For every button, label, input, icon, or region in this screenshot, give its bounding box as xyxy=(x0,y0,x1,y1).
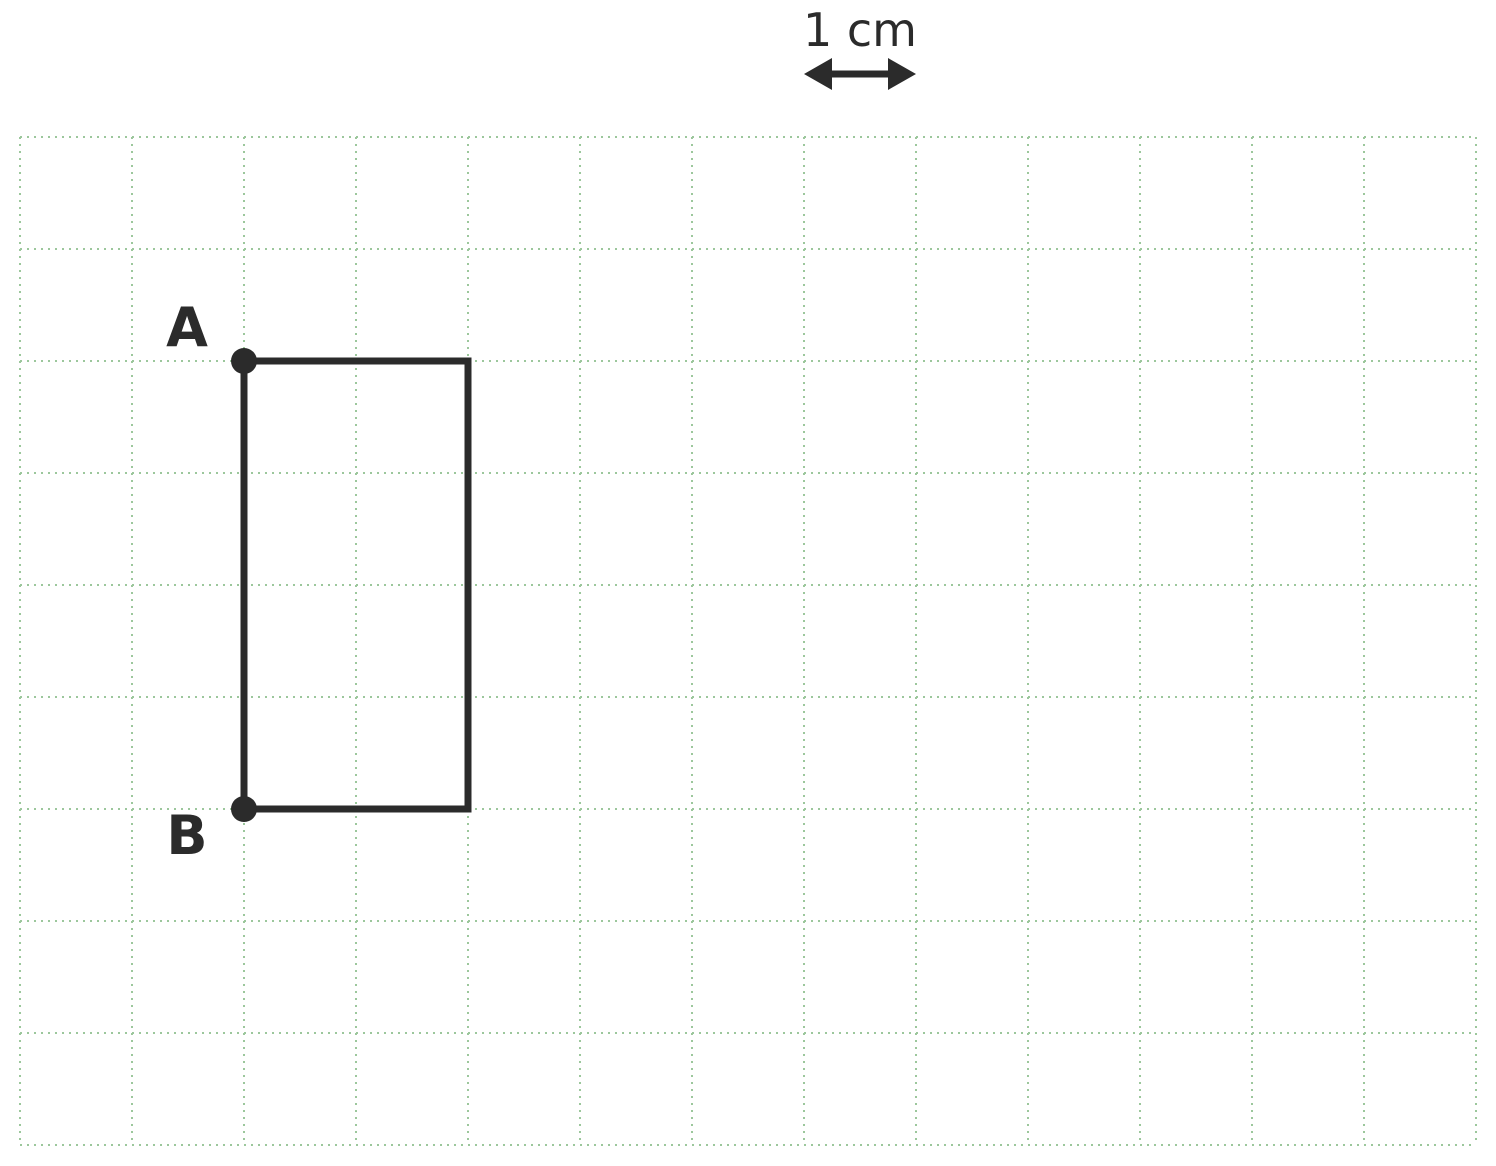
dotted-grid xyxy=(19,136,1477,1146)
scale-label: 1 cm xyxy=(803,3,917,57)
scale-arrowhead-left xyxy=(804,58,832,90)
point-marker-b xyxy=(231,796,257,822)
scale-arrowhead-right xyxy=(888,58,916,90)
point-label-b: B xyxy=(166,804,207,867)
point-marker-a xyxy=(231,348,257,374)
scale-indicator: 1 cm xyxy=(803,3,917,90)
labelled-points: AB xyxy=(166,296,257,867)
rectangle-outline xyxy=(240,357,472,813)
rectangle-shape xyxy=(240,357,472,813)
point-label-a: A xyxy=(166,296,208,359)
double-arrow-icon xyxy=(804,58,916,90)
